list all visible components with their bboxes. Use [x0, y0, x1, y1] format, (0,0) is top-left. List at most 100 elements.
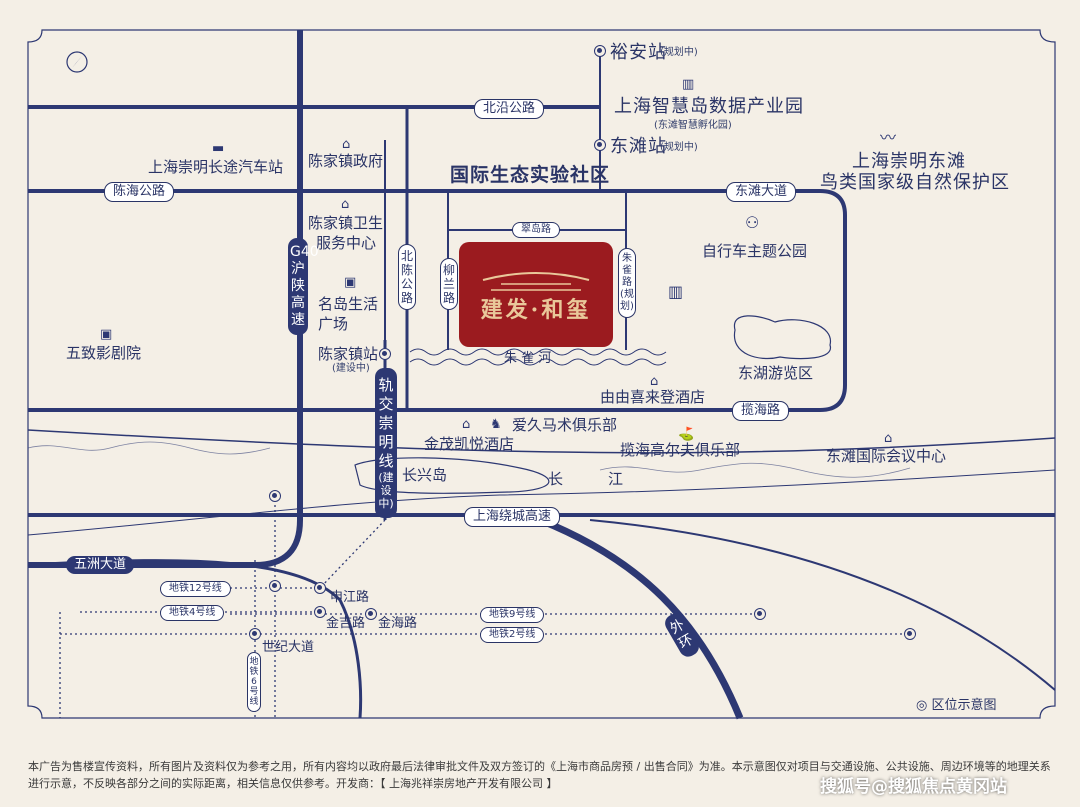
metro-station-icon	[249, 628, 261, 640]
line4-tag: 地铁4号线	[160, 605, 225, 621]
conference-icon: ⌂	[884, 431, 893, 446]
eco-community-label: 国际生态实验社区	[450, 164, 611, 186]
chenjia-station-label: 陈家镇站	[318, 345, 379, 363]
metro-station-icon	[594, 139, 606, 151]
metro-station-icon	[269, 580, 281, 592]
yuan-station-note: (规划中)	[660, 47, 698, 58]
project-marker[interactable]: 建发·和玺	[459, 242, 613, 347]
smart-island-sub-label: (东滩智慧孵化园)	[654, 120, 732, 131]
cuidao-road-tag: 翠岛路	[512, 222, 560, 238]
bus-icon: ▬	[212, 141, 225, 156]
metro-chongming-tag: 轨交崇明线(建设中)	[375, 368, 397, 518]
legend-icon: ◎	[916, 698, 928, 713]
legend-text: 区位示意图	[931, 698, 997, 713]
yangtze-label-1: 长	[548, 470, 564, 488]
yangtze-label-2: 江	[608, 470, 624, 488]
metro-chongming-note: (建设中)	[378, 471, 394, 510]
river-bottom-bank	[27, 469, 1056, 536]
zhuque-river-waves	[409, 358, 667, 366]
bike-park-label: 自行车主题公园	[702, 242, 808, 260]
jinji-label: 金吉路	[326, 616, 366, 631]
changxing-label: 长兴岛	[402, 466, 448, 484]
metro-station-icon	[314, 606, 326, 618]
polo-label: 爱久马术俱乐部	[512, 416, 618, 434]
bottom-arc-road	[589, 519, 1056, 691]
chenjia-station-note: (建设中)	[332, 363, 370, 374]
metro-chongming-label: 轨交崇明线	[378, 376, 394, 470]
building-icon: ▥	[682, 77, 695, 92]
jinhai-label: 金海路	[378, 616, 418, 631]
metro-station-icon	[314, 582, 326, 594]
metro-station-icon	[379, 348, 391, 360]
dongtan-reserve-label-2: 鸟类国家级自然保护区	[820, 172, 1010, 193]
chenjia-health-label-1: 陈家镇卫生	[308, 214, 384, 232]
donghu-label: 东湖游览区	[738, 364, 814, 382]
disclaimer-footer: 本广告为售楼宣传资料，所有图片及资料仅为参考之用，所有内容均以政府最后法律审批文…	[28, 760, 1051, 790]
metro-dotted	[319, 519, 386, 589]
zhuque-river-label: 朱 雀 河	[504, 351, 552, 366]
compass-icon	[66, 51, 88, 73]
watermark-text: 搜狐号@搜狐焦点黄冈站	[820, 777, 1007, 797]
beichen-road-tag: 北陈公路	[398, 244, 416, 310]
cinema-label: 五致影剧院	[66, 344, 142, 362]
horse-icon: ♞	[490, 417, 502, 432]
line12-tag: 地铁12号线	[160, 581, 231, 597]
shenjiang-label: 申江路	[330, 590, 370, 605]
roof-icon	[482, 272, 590, 291]
line9-tag: 地铁9号线	[480, 607, 545, 623]
zhuque-road-tag: 朱雀路(规划)	[618, 248, 636, 318]
bird-icon: 〰	[880, 128, 897, 147]
metro-station-icon	[365, 608, 377, 620]
smart-island-label: 上海智慧岛数据产业园	[614, 96, 804, 117]
hospital-icon: ⌂	[341, 197, 350, 212]
dongtan-avenue-tag: 东滩大道	[726, 182, 797, 202]
donghu-lake	[733, 315, 831, 360]
century-label: 世纪大道	[262, 640, 315, 655]
golf-icon: ⛳	[678, 427, 695, 442]
river-wave	[27, 441, 271, 455]
ring-highway-tag: 上海绕城高速	[464, 507, 561, 527]
people-icon: ⚇	[745, 213, 760, 232]
river-wave	[599, 462, 911, 478]
mingdao-label: 名岛生活广场	[318, 295, 379, 333]
golf-label: 揽海高尔夫俱乐部	[620, 441, 741, 459]
river-top-bank	[27, 429, 1056, 454]
dongtan-avenue-line	[28, 189, 847, 412]
dongtan-station-label: 东滩站	[610, 136, 667, 157]
chenjia-health-label-2: 服务中心	[316, 234, 377, 252]
zhuque-river-waves	[409, 348, 667, 356]
north-highway-tag: 北沿公路	[474, 99, 545, 119]
metro-station-icon	[269, 490, 281, 502]
project-name: 建发·和玺	[480, 297, 592, 323]
dongtan-station-note: (规划中)	[660, 142, 698, 153]
chongming-bus-label: 上海崇明长途汽车站	[148, 158, 284, 176]
cinema-icon: ▣	[100, 327, 113, 342]
line6-tag: 地铁6号线	[247, 652, 261, 712]
youyou-hotel-label: 由由喜来登酒店	[600, 388, 706, 406]
yuan-station-label: 裕安站	[610, 42, 667, 63]
legend-label: ◎ 区位示意图	[916, 694, 997, 713]
hotel-icon: ⌂	[650, 374, 659, 389]
g40-tag: G40沪陕高速	[288, 238, 319, 335]
chenhai-road-tag: 陈海公路	[104, 182, 175, 202]
liulan-road-tag: 柳兰路	[440, 258, 458, 310]
map-frame	[27, 29, 1056, 719]
changxing-island	[354, 457, 550, 494]
g40-highway-line	[28, 30, 303, 568]
government-icon: ⌂	[342, 137, 351, 152]
outer-ring-line	[538, 516, 744, 720]
building-icon: ▥	[668, 282, 684, 301]
metro-station-icon	[594, 45, 606, 57]
shop-icon: ▣	[344, 275, 357, 290]
hotel-icon: ⌂	[462, 417, 471, 432]
dongtan-reserve-label-1: 上海崇明东滩	[852, 151, 966, 172]
line2-tag: 地铁2号线	[480, 627, 545, 643]
jinmao-label: 金茂凯悦酒店	[424, 435, 515, 453]
lanhai-road-tag: 揽海路	[732, 401, 790, 421]
conference-label: 东滩国际会议中心	[826, 447, 947, 465]
metro-station-icon	[754, 608, 766, 620]
wuzhou-tag: 五洲大道	[66, 556, 135, 574]
metro-station-icon	[904, 628, 916, 640]
chenjia-gov-label: 陈家镇政府	[308, 152, 384, 170]
